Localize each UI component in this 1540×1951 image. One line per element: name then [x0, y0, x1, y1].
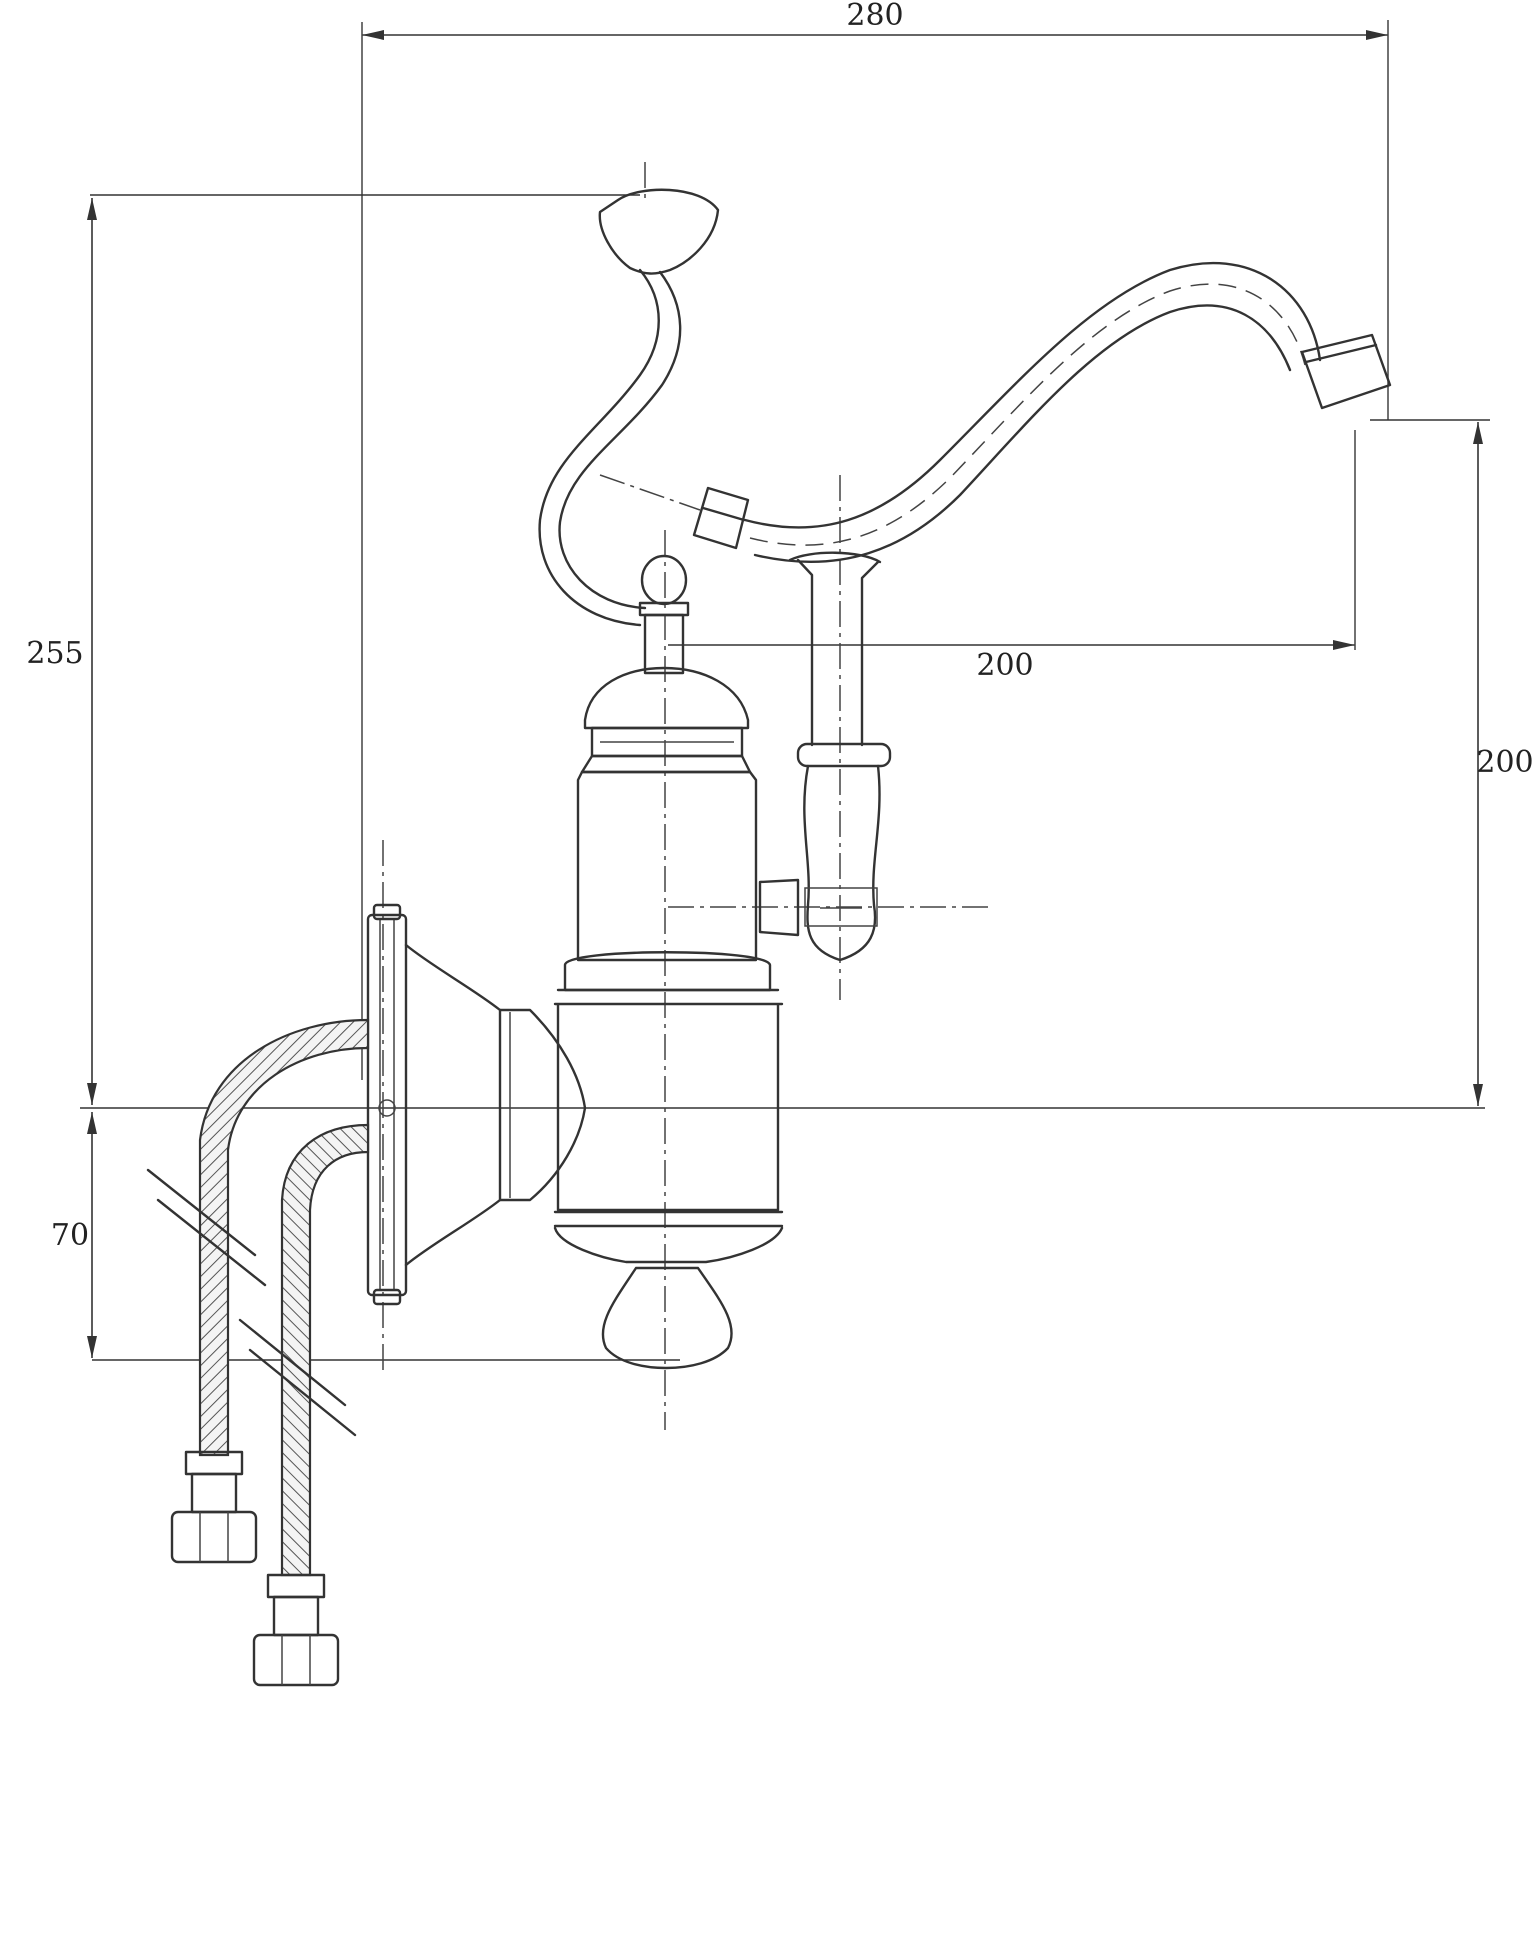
dim-top-width: 280 — [846, 0, 903, 33]
wall-escutcheon — [366, 903, 587, 1306]
supply-hoses — [146, 1018, 370, 1687]
dim-spout-height: 200 — [1476, 745, 1533, 780]
lever-knob — [538, 188, 720, 627]
spout — [692, 261, 1392, 563]
dimension-labels: 280 255 200 200 70 — [26, 0, 1533, 1253]
dim-left-height: 255 — [26, 636, 83, 671]
faucet-body — [553, 554, 784, 1370]
dimension-lines — [80, 20, 1490, 1361]
spout-column — [758, 551, 892, 962]
center-lines — [382, 162, 990, 1430]
dim-spout-reach: 200 — [976, 648, 1033, 683]
dim-base-height: 70 — [51, 1218, 89, 1253]
